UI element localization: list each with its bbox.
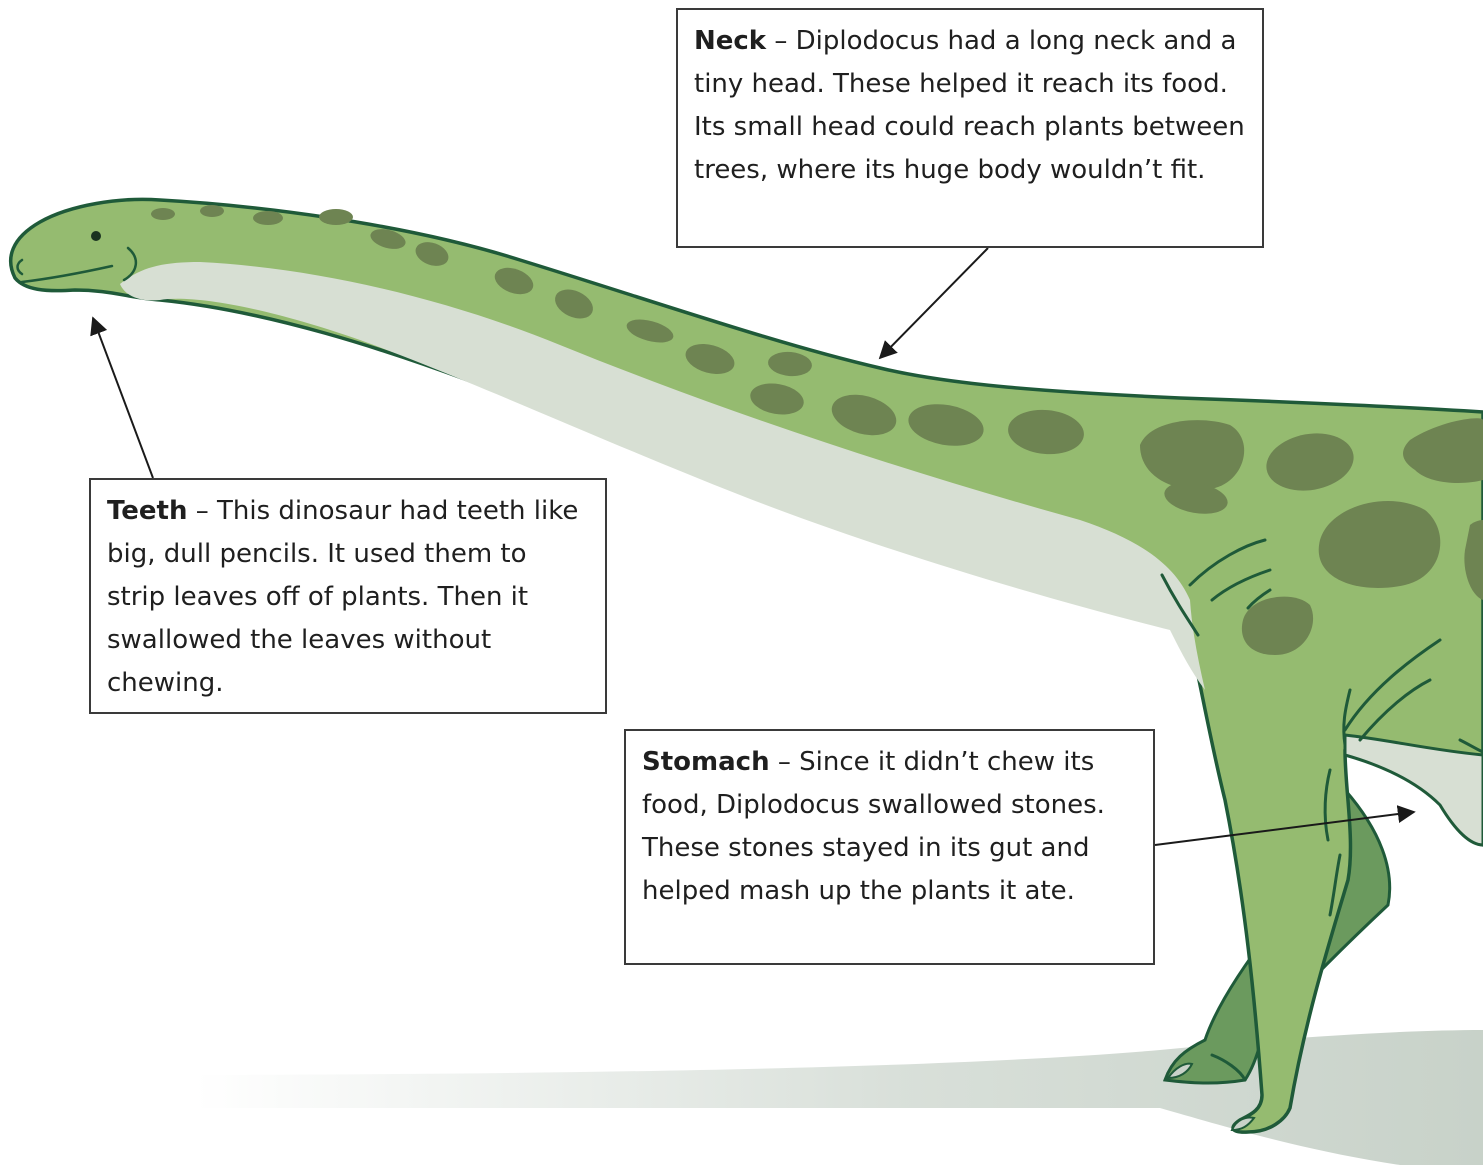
teeth-term: Teeth [107, 496, 188, 526]
spot [253, 211, 283, 225]
spot [319, 209, 353, 225]
teeth-label-box: Teeth – This dinosaur had teeth like big… [89, 478, 607, 714]
teeth-description: – This dinosaur had teeth like big, dull… [107, 496, 578, 698]
neck-label-box: Neck – Diplodocus had a long neck and a … [676, 8, 1264, 248]
dinosaur-eye [91, 231, 101, 241]
neck-arrow [880, 248, 988, 358]
spot [151, 208, 175, 220]
stomach-label-box: Stomach – Since it didn’t chew its food,… [624, 729, 1155, 965]
neck-description: – Diplodocus had a long neck and a tiny … [694, 26, 1245, 185]
neck-term: Neck [694, 26, 766, 56]
spot [200, 205, 224, 217]
teeth-arrow [93, 318, 153, 478]
stomach-term: Stomach [642, 747, 770, 777]
